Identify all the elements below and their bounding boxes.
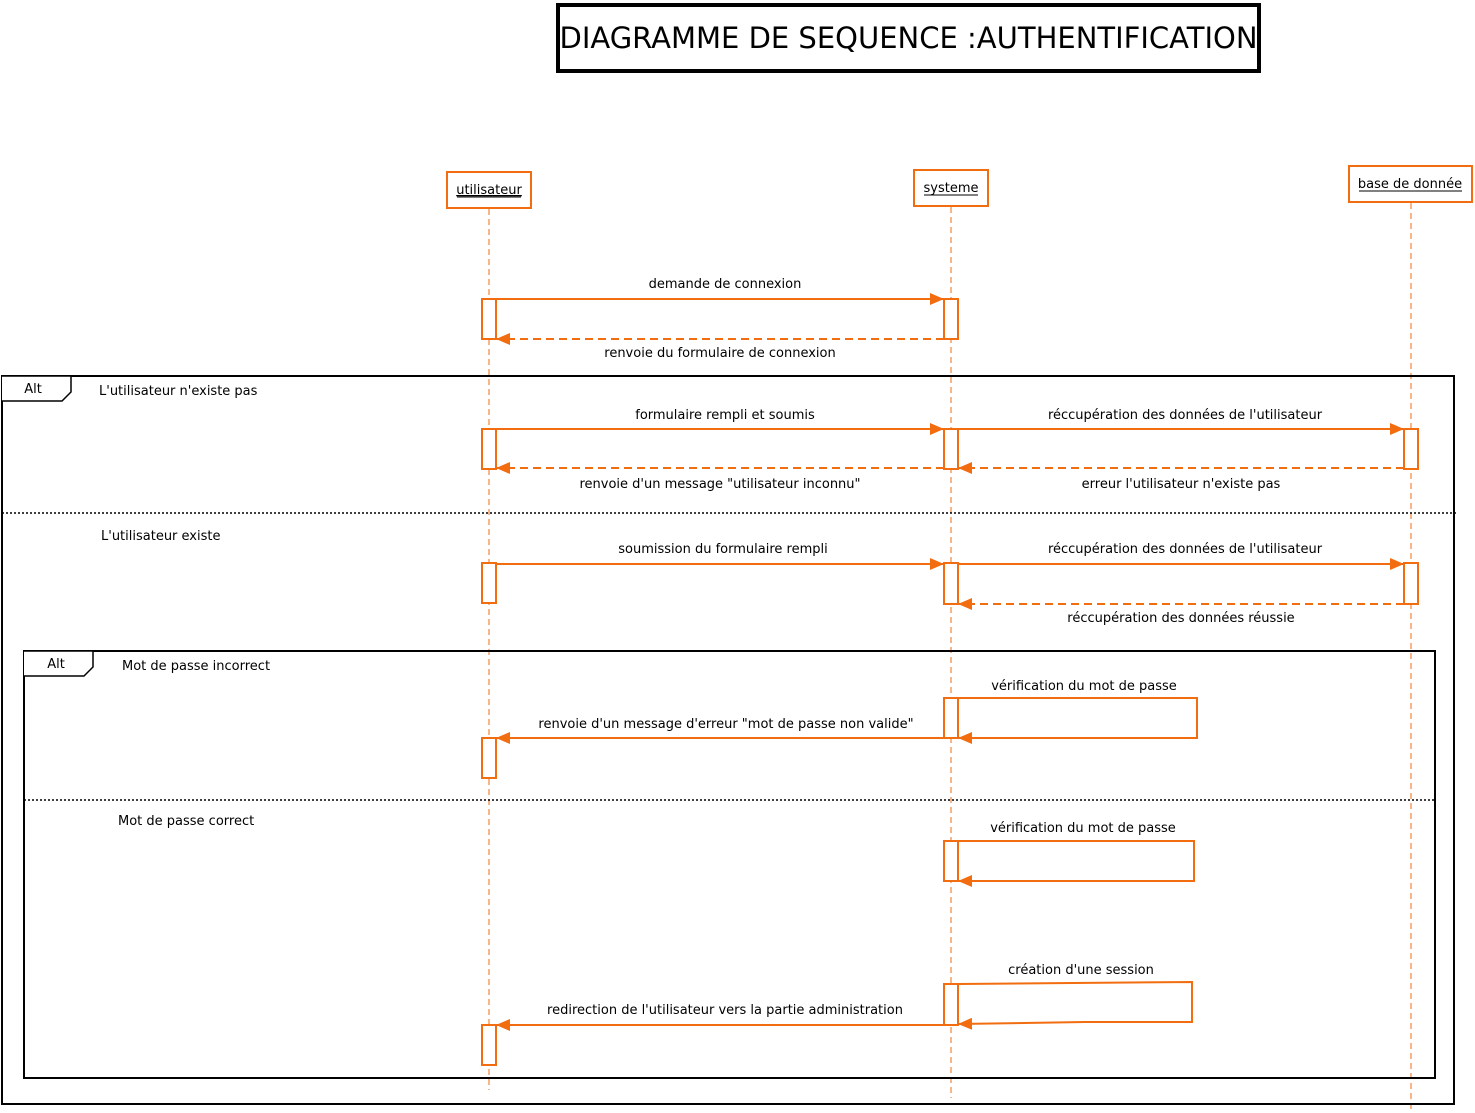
activation-bar — [481, 737, 497, 779]
self-message-arrow — [957, 980, 1193, 1030]
activation-bar — [943, 298, 959, 340]
message-label: soumission du formulaire rempli — [618, 542, 827, 557]
message-label: demande de connexion — [649, 277, 802, 292]
message-label: vérification du mot de passe — [991, 679, 1177, 694]
message-label: redirection de l'utilisateur vers la par… — [547, 1003, 903, 1018]
lifeline-lines — [488, 203, 1412, 1110]
message-label: renvoie d'un message d'erreur "mot de pa… — [538, 717, 913, 732]
lifeline-utilisateur: utilisateur — [446, 171, 532, 209]
message-label: réccupération des données réussie — [1067, 611, 1294, 626]
alt-fragment-inner-guard-2: Mot de passe correct — [118, 814, 254, 829]
diagram-title: DIAGRAMME DE SEQUENCE :AUTHENTIFICATION — [556, 3, 1261, 73]
activation-bar — [481, 1024, 497, 1066]
message-label: erreur l'utilisateur n'existe pas — [1082, 477, 1281, 492]
alt-fragment-inner: Alt Mot de passe incorrect Mot de passe … — [23, 650, 1436, 1079]
message-label: renvoie d'un message "utilisateur inconn… — [579, 477, 860, 492]
alt-fragment-outer-guard-1: L'utilisateur n'existe pas — [99, 384, 258, 399]
message-label: création d'une session — [1008, 963, 1154, 978]
lifeline-base-de-donnee-label: base de donnée — [1358, 177, 1462, 192]
activation-bar — [943, 428, 959, 470]
alt-fragment-inner-operator: Alt — [47, 657, 65, 672]
messages — [496, 293, 1404, 1031]
activation-bars — [481, 298, 1419, 1066]
alt-fragment-outer: Alt L'utilisateur n'existe pas L'utilisa… — [1, 375, 1456, 1105]
activation-bar — [481, 298, 497, 340]
activation-bar — [943, 840, 959, 882]
message-label: réccupération des données de l'utilisate… — [1048, 542, 1323, 557]
lifeline-systeme-label: systeme — [924, 181, 979, 196]
message-labels: demande de connexion renvoie du formulai… — [538, 277, 1322, 1018]
lifeline-systeme: systeme — [913, 169, 989, 207]
activation-bar — [481, 562, 497, 604]
activation-bar — [1403, 428, 1419, 470]
activation-bar — [943, 697, 959, 739]
message-label: vérification du mot de passe — [990, 821, 1176, 836]
lifeline-base-de-donnee: base de donnée — [1348, 165, 1473, 203]
alt-fragment-outer-operator: Alt — [24, 382, 42, 397]
self-message-arrow — [958, 840, 1195, 887]
self-message-arrow — [958, 697, 1198, 744]
activation-bar — [943, 983, 959, 1026]
lifeline-heads: utilisateur systeme base de donnée — [446, 165, 1473, 209]
alt-fragment-inner-guard-1: Mot de passe incorrect — [122, 659, 270, 674]
message-label: renvoie du formulaire de connexion — [604, 346, 835, 361]
activation-bar — [481, 428, 497, 470]
alt-fragment-outer-guard-2: L'utilisateur existe — [101, 529, 220, 544]
alt-fragment-outer-tab — [2, 375, 72, 402]
activation-bar — [943, 562, 959, 605]
activation-bar — [1403, 562, 1419, 605]
message-label: formulaire rempli et soumis — [635, 408, 815, 423]
alt-fragment-inner-tab — [24, 650, 94, 677]
message-label: réccupération des données de l'utilisate… — [1048, 408, 1323, 423]
lifeline-utilisateur-label: utilisateur — [456, 183, 522, 198]
